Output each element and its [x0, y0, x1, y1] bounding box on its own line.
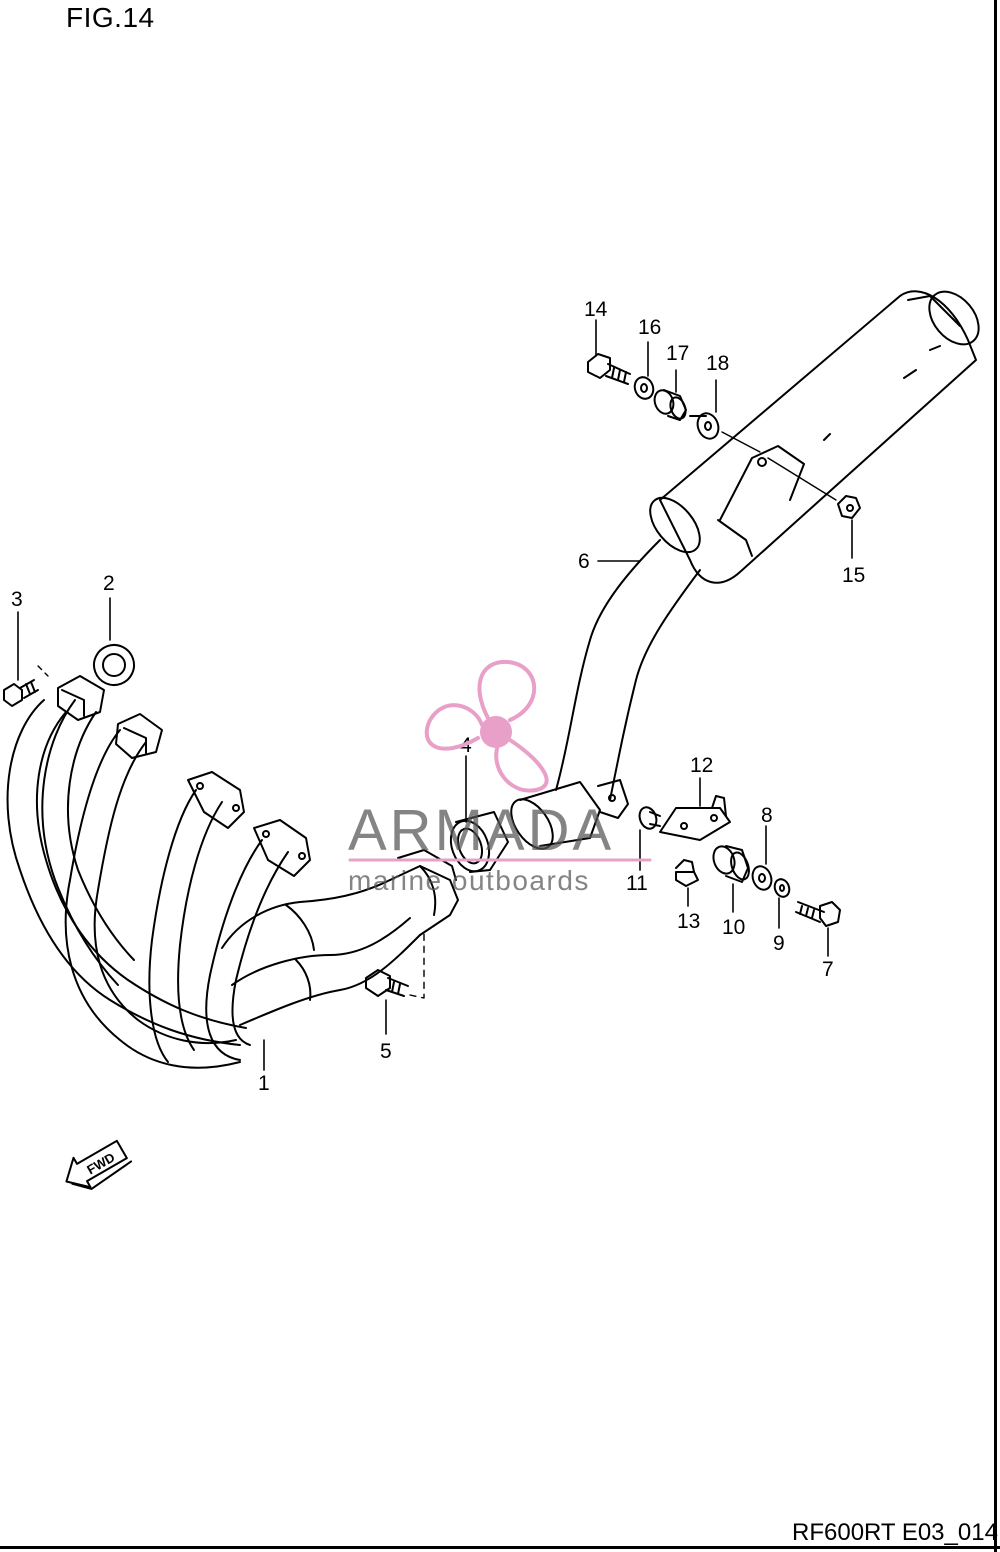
- frame-border-right: [994, 0, 997, 1552]
- washer-part-8: [751, 825, 773, 891]
- forward-arrow-icon: FWD: [65, 1139, 133, 1190]
- callout-1: 1: [258, 1072, 270, 1095]
- callout-5: 5: [380, 1040, 392, 1063]
- collar-part-18: [689, 379, 761, 453]
- bracket-part-12: [659, 777, 731, 841]
- diagram-code: RF600RT E03_014: [792, 1519, 998, 1546]
- nut-part-15: [767, 457, 861, 559]
- gasket-part-2: [93, 597, 135, 686]
- damper-part-17: [653, 369, 687, 421]
- figure-title: FIG.14: [66, 2, 155, 33]
- watermark-brand: ARMADA: [348, 798, 614, 863]
- callout-9: 9: [773, 932, 785, 955]
- callout-12: 12: [690, 754, 713, 777]
- bolt-part-5: [365, 929, 425, 1035]
- callout-17: 17: [666, 342, 689, 365]
- callout-6: 6: [578, 550, 590, 573]
- bolt-part-13: [675, 859, 699, 907]
- propeller-logo-icon: [424, 659, 549, 793]
- callout-15: 15: [842, 564, 865, 587]
- callout-14: 14: [584, 298, 608, 321]
- bolt-part-7: [795, 901, 841, 957]
- callout-8: 8: [761, 804, 773, 827]
- bolt-part-14: [587, 319, 631, 385]
- callout-7: 7: [822, 958, 834, 981]
- muffler-part-6: [510, 290, 980, 850]
- frame-border-bottom: [0, 1546, 1000, 1549]
- callout-16: 16: [638, 316, 661, 339]
- exhaust-header-pipes: [6, 675, 459, 1071]
- connector-gasket-part-4: [449, 755, 509, 873]
- callout-18: 18: [706, 352, 729, 375]
- washer-part-9: [773, 878, 791, 929]
- callout-13: 13: [677, 910, 700, 933]
- washer-part-16: [633, 341, 655, 400]
- watermark: ARMADA marine outboards: [348, 659, 652, 896]
- callout-10: 10: [722, 916, 745, 939]
- callout-3: 3: [11, 588, 23, 611]
- callout-2: 2: [103, 572, 115, 595]
- bushing-part-10: [712, 845, 750, 913]
- stud-part-11: [638, 806, 661, 871]
- callout-11: 11: [626, 872, 648, 895]
- callout-labels: 1 2 3 4 5 6 7 8 9 10 11 12 13 14 15 16 1…: [11, 298, 865, 1095]
- watermark-tagline: marine outboards: [348, 865, 590, 896]
- bolt-part-3: [3, 611, 49, 707]
